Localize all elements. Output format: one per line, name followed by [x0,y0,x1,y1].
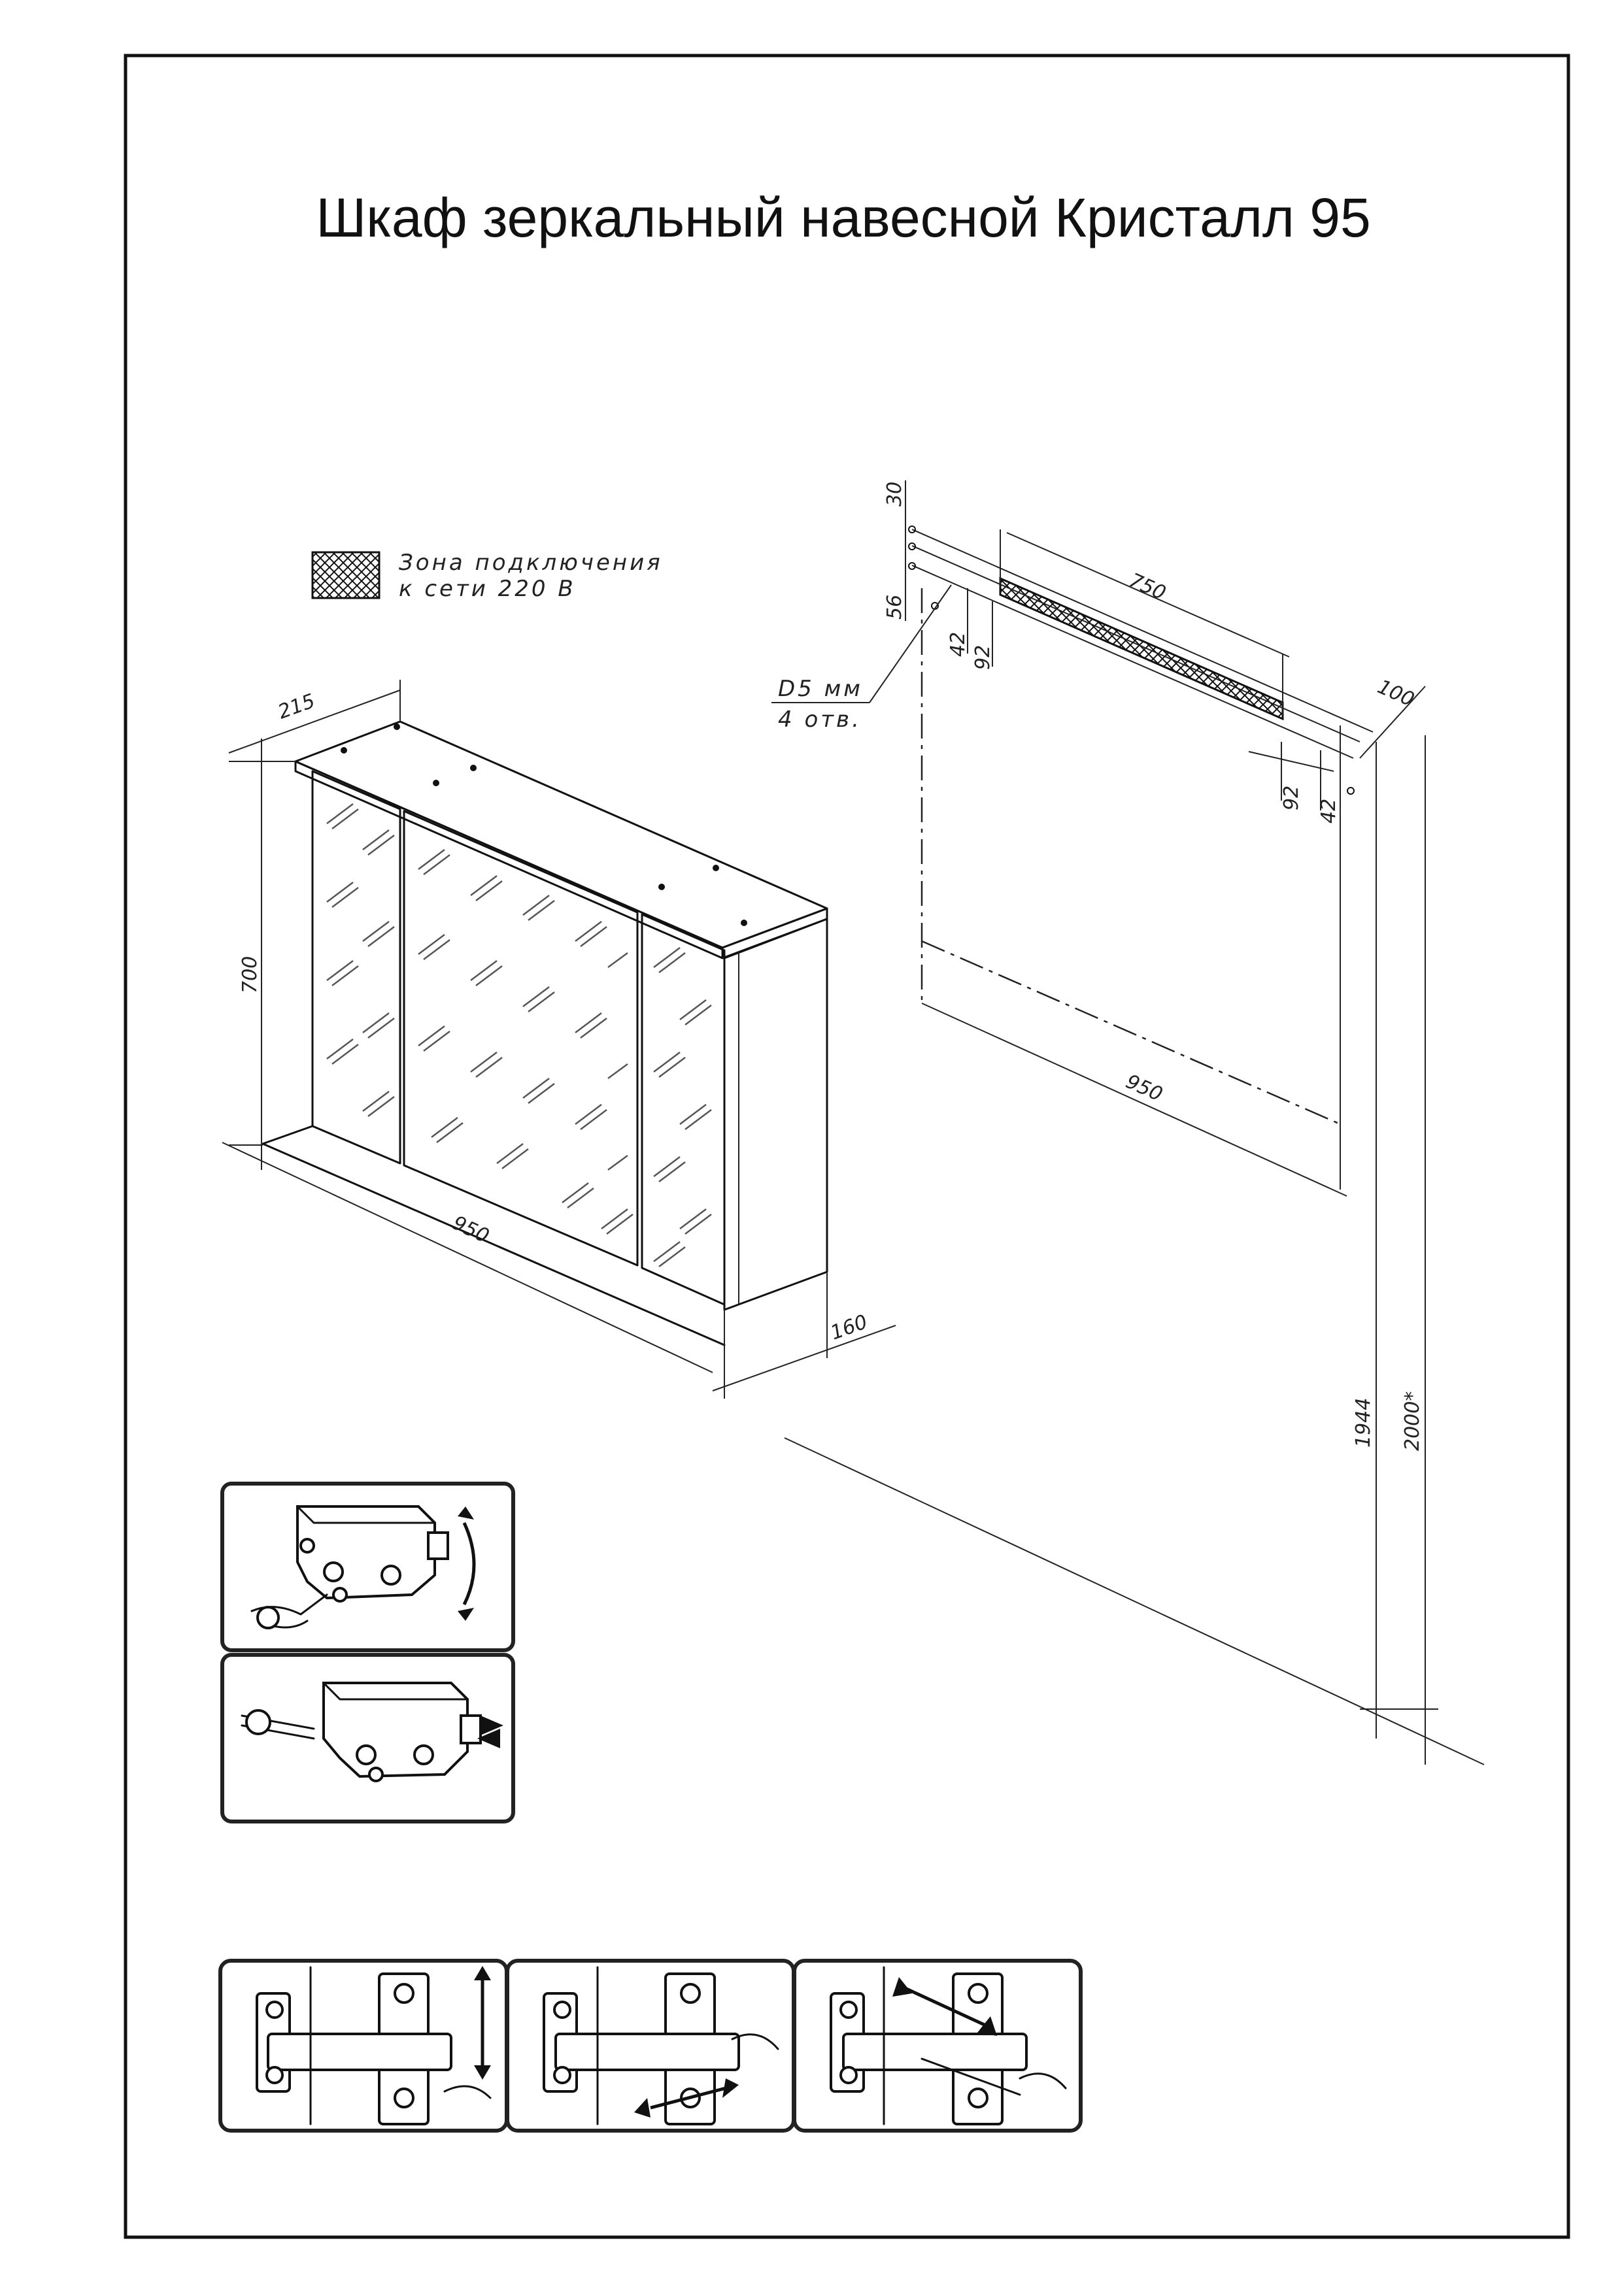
legend-line-1: Зона подключения [399,550,663,576]
dim-160: 160 [712,1272,896,1399]
connection-zone [999,576,1284,721]
outline-bottom [921,940,1341,1125]
page-border [124,54,1570,2239]
mount-hole [908,542,916,550]
hinge-panel-depth [792,1959,1083,2133]
hole-note-line-2: 4 отв. [778,707,862,733]
legend-line-2: к сети 220 В [399,576,576,602]
dim-1944-label: 1944 [1352,1398,1375,1448]
mount-hole [908,562,916,570]
cabinet-side-panel [723,918,828,1311]
dim-160-label: 160 [828,1310,871,1344]
cabinet-bottom-edge [262,1125,726,1346]
dim-42-left-label: 42 [947,632,970,657]
hinge-panel-horizontal [505,1959,796,2133]
dim-700: 700 [229,761,296,1170]
top-hole [470,765,477,771]
dim-215: 215 [228,680,401,771]
dim-92-left-label: 92 [972,645,994,670]
mount-hole [908,525,916,533]
mirror-reflection-marks [326,803,712,1267]
cabinet-door-right [641,913,726,1306]
hinge-panel-vertical [218,1959,509,2133]
top-hole [394,724,400,730]
dim-2000-label: 2000* [1401,1391,1424,1451]
cabinet-drawing: 215 700 950 160 [222,680,896,1399]
cabinet-top-board [294,720,828,949]
outline-bottom-2 [921,1003,1347,1197]
dim-42-right-label: 42 [1317,799,1340,824]
dim-56-label: 56 [883,595,906,620]
dim-750-label: 750 [1126,569,1170,605]
dim-215-label: 215 [275,690,318,724]
dim-700-label: 700 [239,956,262,993]
wall-scheme: 750 30 56 42 92 D5 мм 4 отв. 950 100 [771,480,1485,1765]
top-hole [713,865,719,871]
top-hole [658,884,665,890]
dim-100-label: 100 [1374,675,1418,711]
top-hole [341,747,347,754]
top-hole [433,780,439,786]
page-title: Шкаф зеркальный навесной Кристалл 95 [316,187,1370,248]
dim-30-label: 30 [883,482,906,507]
legend: Зона подключения к сети 220 В [311,550,663,602]
adjust-panel-vertical [220,1482,515,1652]
cabinet-top-board-side [721,907,828,959]
dim-92-right-label: 92 [1280,786,1303,810]
dim-950-wall-label: 950 [1123,1070,1166,1106]
cabinet-door-center [403,810,639,1267]
top-hole [741,920,747,926]
hole-note-line-1: D5 мм [778,676,863,702]
floor-line [784,1437,1485,1765]
adjust-panel-depth [220,1653,515,1823]
dim-950-cabinet: 950 [222,1142,713,1373]
mount-hole [1347,787,1355,795]
cabinet-door-left [311,770,401,1165]
dim-950-cabinet-label: 950 [449,1212,493,1248]
legend-hatch-swatch [311,551,380,599]
